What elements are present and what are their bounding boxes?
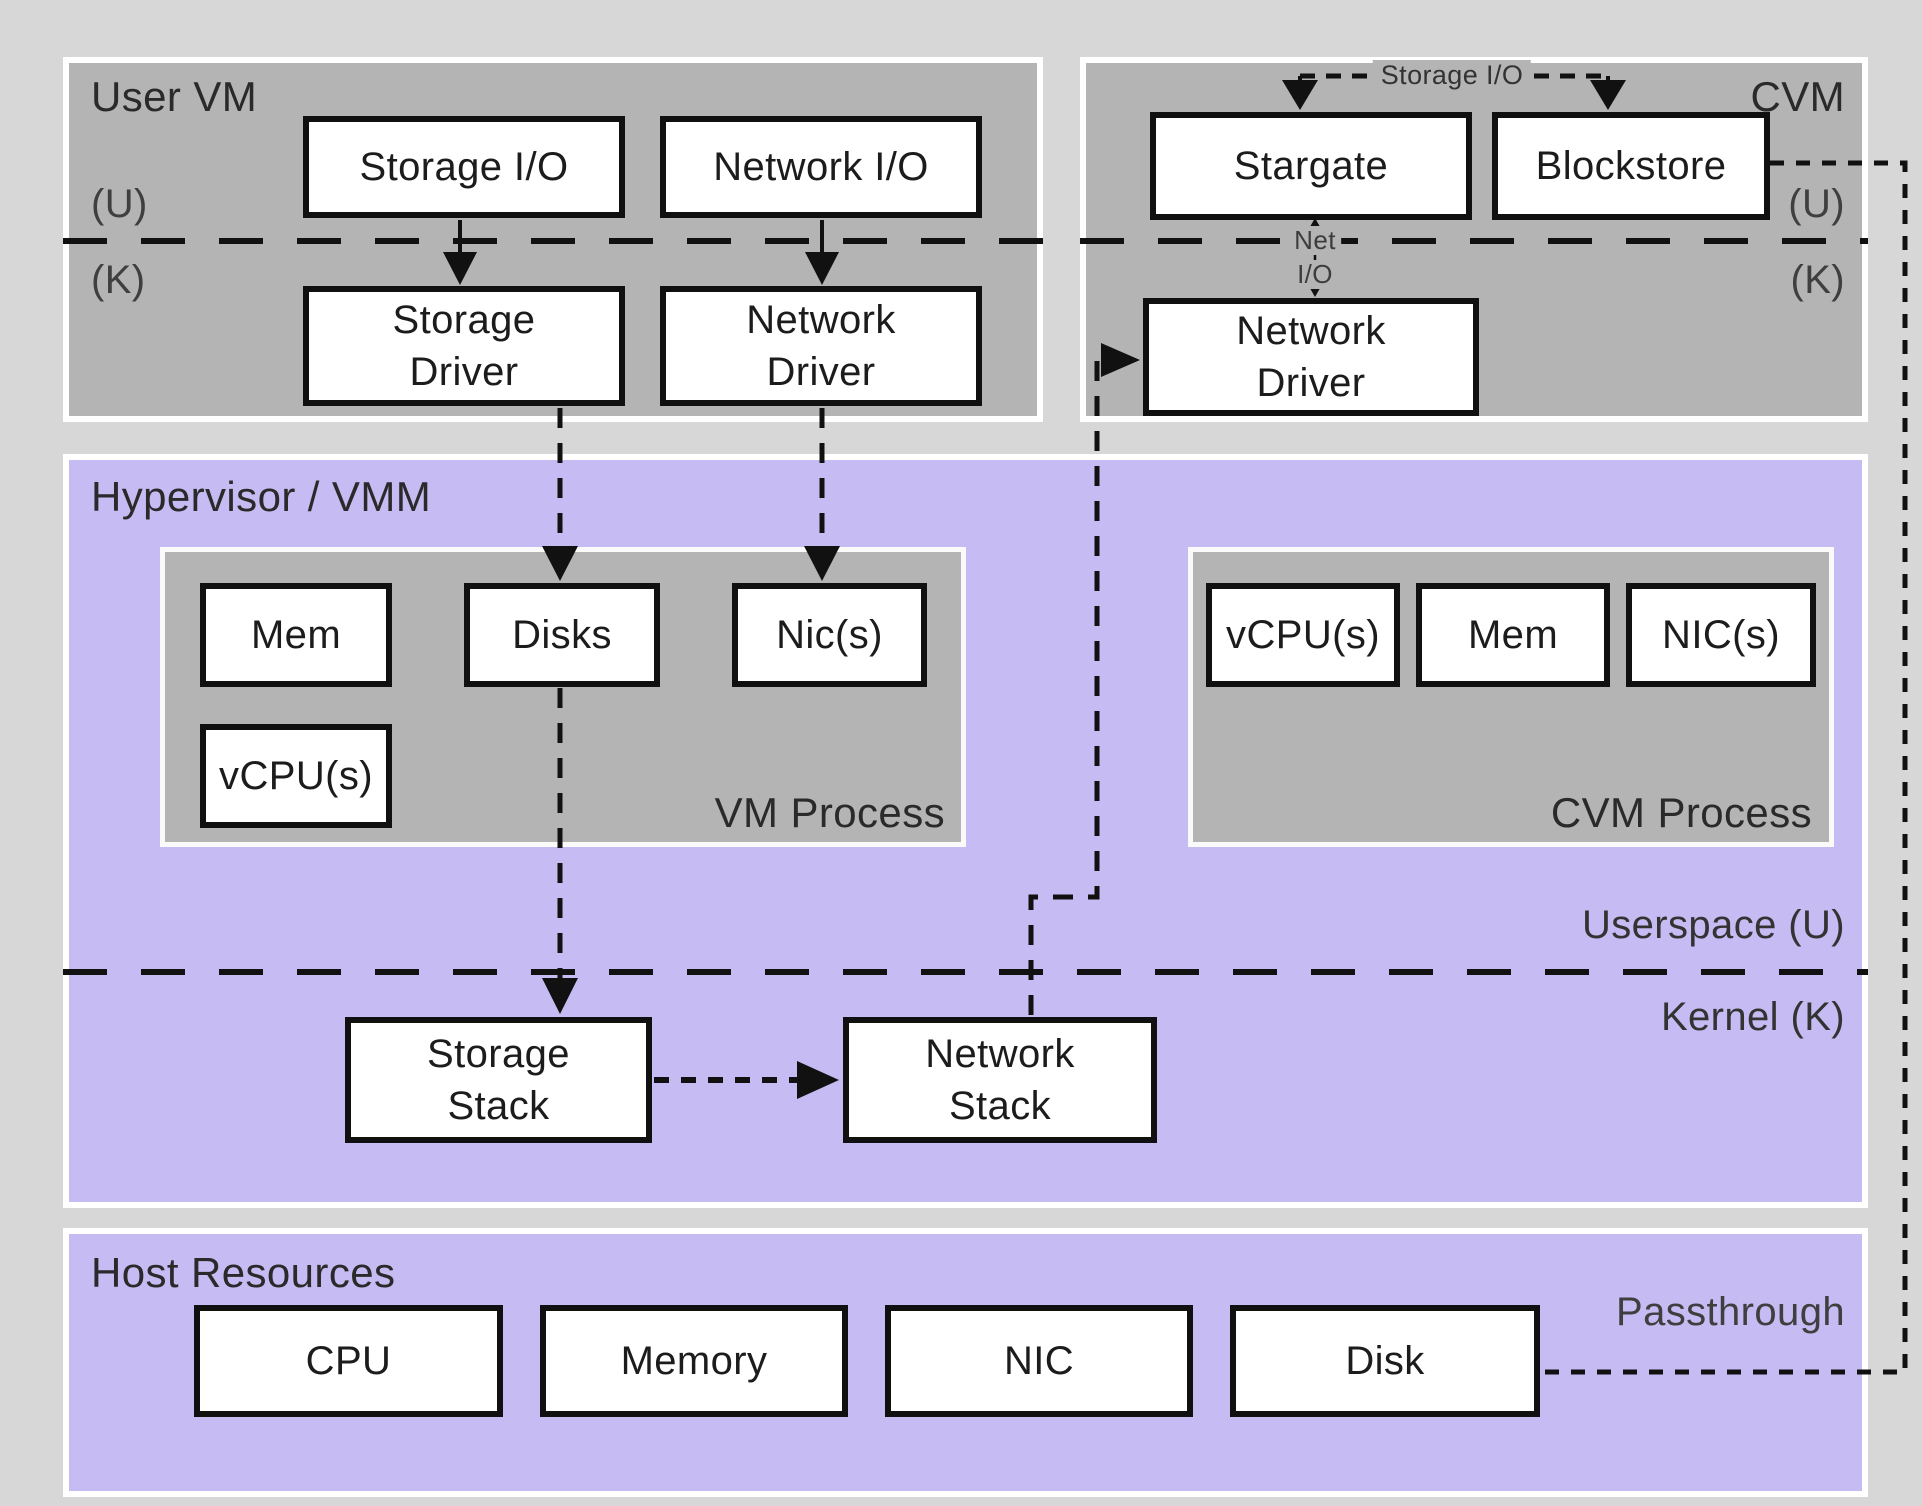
vmprocess-disks-label: Disks [512, 613, 612, 657]
uservm-storage-io-node: Storage I/O [303, 116, 625, 218]
uservm-network-io-label: Network I/O [713, 145, 929, 189]
uservm-network-io-node: Network I/O [660, 116, 982, 218]
vmprocess-nics-label: Nic(s) [776, 613, 883, 657]
cvm-net-io-label-line1: Net [1289, 226, 1341, 256]
host-disk-node: Disk [1230, 1305, 1540, 1417]
cvm-storage-io-flow-label: Storage I/O [1372, 60, 1532, 91]
vmprocess-disks-node: Disks [464, 583, 660, 687]
cvm-userspace-label: (U) [1788, 182, 1845, 226]
user-vm-userspace-label: (U) [91, 182, 148, 226]
host-cpu-label: CPU [305, 1339, 392, 1383]
storage-stack-node: Storage Stack [345, 1017, 652, 1143]
host-nic-label: NIC [1003, 1339, 1075, 1383]
host-nic-node: NIC [885, 1305, 1193, 1417]
user-vm-title: User VM [91, 73, 258, 120]
uservm-storage-driver-node: Storage Driver [303, 286, 625, 406]
uservm-storage-io-label: Storage I/O [359, 145, 569, 189]
uservm-network-driver-label: Network Driver [746, 298, 896, 394]
cvmprocess-nics-node: NIC(s) [1626, 583, 1816, 687]
cvmprocess-vcpus-label: vCPU(s) [1226, 613, 1380, 657]
cvmprocess-vcpus-node: vCPU(s) [1206, 583, 1400, 687]
cvmprocess-mem-label: Mem [1467, 613, 1559, 657]
network-stack-label: Network Stack [925, 1032, 1075, 1128]
cvm-stargate-label: Stargate [1233, 144, 1389, 188]
hypervisor-userspace-label: Userspace (U) [1581, 903, 1845, 947]
cvm-blockstore-node: Blockstore [1492, 112, 1770, 220]
host-resources-title: Host Resources [91, 1249, 396, 1296]
hypervisor-title: Hypervisor / VMM [91, 473, 432, 520]
storage-stack-label: Storage Stack [427, 1032, 570, 1128]
vmprocess-mem-label: Mem [250, 613, 342, 657]
cvm-blockstore-label: Blockstore [1535, 144, 1727, 188]
cvm-kernel-label: (K) [1790, 258, 1845, 302]
hypervisor-kernel-label: Kernel (K) [1660, 995, 1845, 1039]
vmprocess-mem-node: Mem [200, 583, 392, 687]
network-stack-node: Network Stack [843, 1017, 1157, 1143]
cvm-network-driver-node: Network Driver [1143, 298, 1479, 416]
cvm-title: CVM [1750, 73, 1845, 120]
user-vm-kernel-label: (K) [91, 258, 146, 302]
vmprocess-nics-node: Nic(s) [732, 583, 927, 687]
vm-process-title: VM Process [714, 789, 945, 836]
uservm-storage-driver-label: Storage Driver [392, 298, 536, 394]
uservm-network-driver-node: Network Driver [660, 286, 982, 406]
host-memory-node: Memory [540, 1305, 848, 1417]
cvm-network-driver-label: Network Driver [1236, 309, 1386, 405]
host-disk-label: Disk [1345, 1339, 1425, 1383]
vmprocess-vcpus-label: vCPU(s) [219, 754, 373, 798]
cvm-stargate-node: Stargate [1150, 112, 1472, 220]
vmprocess-vcpus-node: vCPU(s) [200, 724, 392, 828]
cvm-process-title: CVM Process [1550, 789, 1812, 836]
cvmprocess-mem-node: Mem [1416, 583, 1610, 687]
host-cpu-node: CPU [194, 1305, 503, 1417]
cvm-net-io-label-line2: I/O [1292, 260, 1338, 290]
host-memory-label: Memory [620, 1339, 768, 1383]
cvmprocess-nics-label: NIC(s) [1662, 613, 1780, 657]
passthrough-label: Passthrough [1616, 1290, 1845, 1334]
